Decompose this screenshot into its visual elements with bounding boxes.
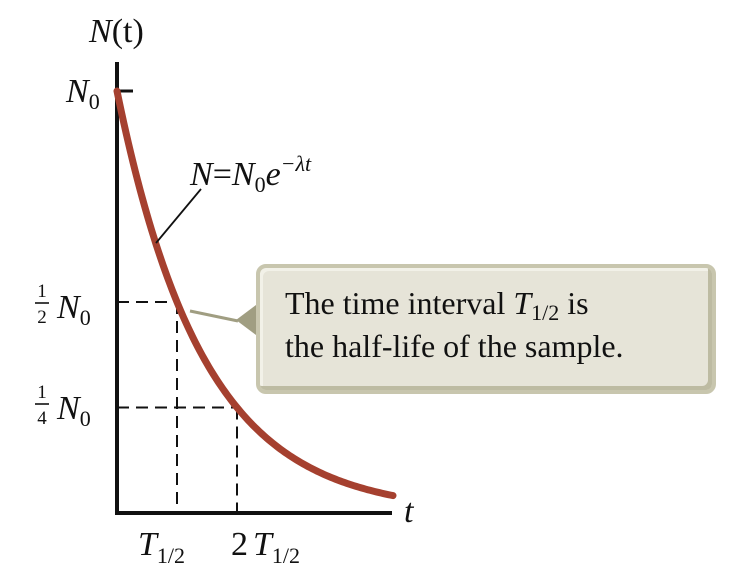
callout-box	[256, 264, 716, 394]
callout-line-2: the half-life of the sample.	[285, 328, 624, 364]
fraction-denominator: 4	[37, 408, 47, 429]
callout-pointer-arrow	[236, 302, 260, 338]
callout-pointer-line	[189, 309, 239, 323]
equation-leader	[155, 188, 202, 244]
half-n0-symbol: N0	[56, 289, 91, 330]
y-tick-n0: N0	[65, 73, 100, 114]
decay-equation: N=N0e−λt	[189, 151, 312, 197]
x-tick-t-half: T1/2	[138, 526, 185, 568]
quarter-n0-symbol: N0	[56, 390, 91, 431]
callout-text: The time interval T1/2 is the half-life …	[285, 282, 705, 368]
fraction-numerator: 1	[37, 281, 47, 302]
callout-line-1: The time interval T1/2 is	[285, 285, 589, 325]
dashed-guides	[117, 301, 238, 513]
fraction-numerator: 1	[37, 382, 47, 403]
y-tick-half: 1 2 N0	[35, 281, 91, 330]
fraction-denominator: 2	[37, 307, 47, 328]
y-tick-quarter: 1 4 N0	[35, 382, 91, 431]
x-axis-label: t	[404, 493, 415, 530]
y-axis-label: N(t)	[88, 13, 144, 50]
decay-curve	[113, 87, 397, 500]
